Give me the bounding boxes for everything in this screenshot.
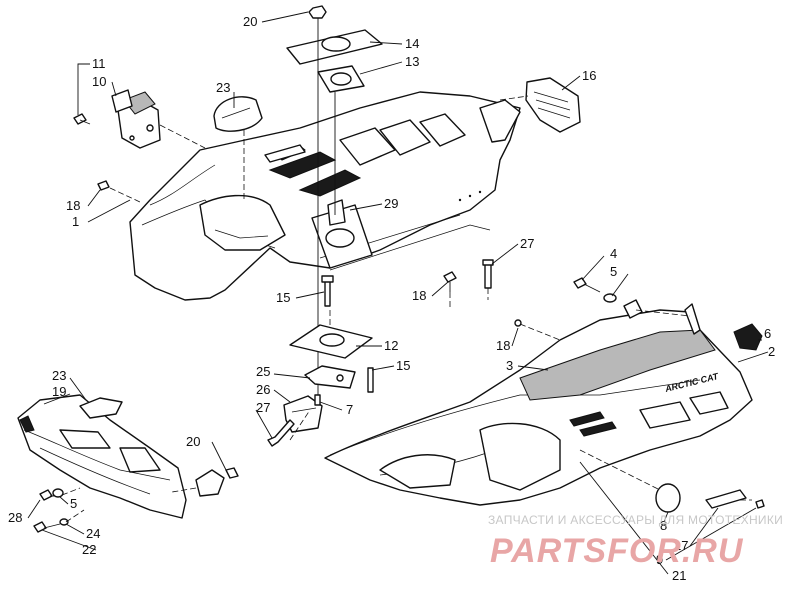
- callout-28: 28: [8, 510, 22, 525]
- callout-27-left: 27: [256, 400, 270, 415]
- callout-20-top: 20: [243, 14, 257, 29]
- lower-belly-pan: ARCTIC CAT: [324, 303, 753, 506]
- cap-8: [655, 483, 681, 513]
- callout-17: 17: [674, 538, 688, 553]
- callout-21: 21: [672, 568, 686, 583]
- screw-7: [314, 394, 321, 406]
- callout-18-lower: 18: [496, 338, 510, 353]
- callout-27-right: 27: [520, 236, 534, 251]
- callout-19: 19: [52, 384, 66, 399]
- callout-8: 8: [660, 518, 667, 533]
- rivet-27-right: [482, 259, 494, 289]
- watermark: ЗАПЧАСТИ И АКСЕССУАРЫ ДЛЯ МОТОТЕХНИКИ PA…: [488, 513, 783, 570]
- callout-14: 14: [405, 36, 419, 51]
- clip-right: [623, 299, 643, 319]
- callout-3: 3: [506, 358, 513, 373]
- washer-5-right: [603, 293, 617, 303]
- callout-6: 6: [764, 326, 771, 341]
- callout-11: 11: [92, 56, 106, 71]
- bolt-4: [573, 277, 601, 293]
- callout-24: 24: [86, 526, 100, 541]
- nut-20-top: [308, 5, 327, 19]
- watermark-caption: ЗАПЧАСТИ И АКСЕССУАРЫ ДЛЯ МОТОТЕХНИКИ: [488, 513, 783, 527]
- callout-5-right: 5: [610, 264, 617, 279]
- callout-5-left: 5: [70, 496, 77, 511]
- callout-15-lower: 15: [396, 358, 410, 373]
- badge-23-left: [79, 397, 123, 419]
- callout-13: 13: [405, 54, 419, 69]
- badge-23-top: [213, 96, 263, 132]
- bracket-25: [304, 365, 356, 389]
- fitting-10: [111, 89, 161, 149]
- callout-1: 1: [72, 214, 79, 229]
- callout-4: 4: [610, 246, 617, 261]
- callout-26: 26: [256, 382, 270, 397]
- bracket-20-left: [195, 467, 239, 497]
- callout-labels: 20 14 13 11 10 23 16 18 1 29 27 4 5 15 1…: [8, 14, 775, 583]
- washer-5-left: [52, 488, 64, 498]
- bolt-15-upper: [321, 275, 334, 307]
- upper-belly-pan: [129, 91, 521, 301]
- bolt-22: [33, 521, 61, 533]
- callout-23-left: 23: [52, 368, 66, 383]
- bolt-18-top: [97, 180, 110, 191]
- callout-15-upper: 15: [276, 290, 290, 305]
- screw-9: [755, 499, 765, 509]
- callout-2: 2: [768, 344, 775, 359]
- plate-13: [317, 65, 365, 93]
- pin-27-left: [267, 419, 295, 447]
- callout-10: 10: [92, 74, 106, 89]
- callout-20-left: 20: [186, 434, 200, 449]
- leader-lines: [27, 11, 769, 575]
- callout-25: 25: [256, 364, 270, 379]
- callout-18-mid: 18: [412, 288, 426, 303]
- plate-17: [705, 489, 747, 509]
- vent-16: [525, 77, 581, 133]
- plate-14: [286, 29, 383, 65]
- bolt-11: [73, 113, 91, 125]
- bolt-18-mid: [443, 271, 457, 292]
- callout-18-top: 18: [66, 198, 80, 213]
- mount-plate-29: [311, 199, 373, 269]
- washer-24: [59, 518, 69, 526]
- callout-23-top: 23: [216, 80, 230, 95]
- plate-12: [289, 324, 373, 359]
- callout-16: 16: [582, 68, 596, 83]
- bolt-18-lower: [514, 319, 522, 327]
- bumper-6: [733, 323, 763, 351]
- watermark-logo: PARTSFOR.RU: [490, 532, 744, 570]
- callout-9: 9: [656, 552, 663, 567]
- screw-15-lower: [367, 367, 374, 393]
- callout-22: 22: [82, 542, 96, 557]
- callout-29: 29: [384, 196, 398, 211]
- callout-12: 12: [384, 338, 398, 353]
- callout-7: 7: [346, 402, 353, 417]
